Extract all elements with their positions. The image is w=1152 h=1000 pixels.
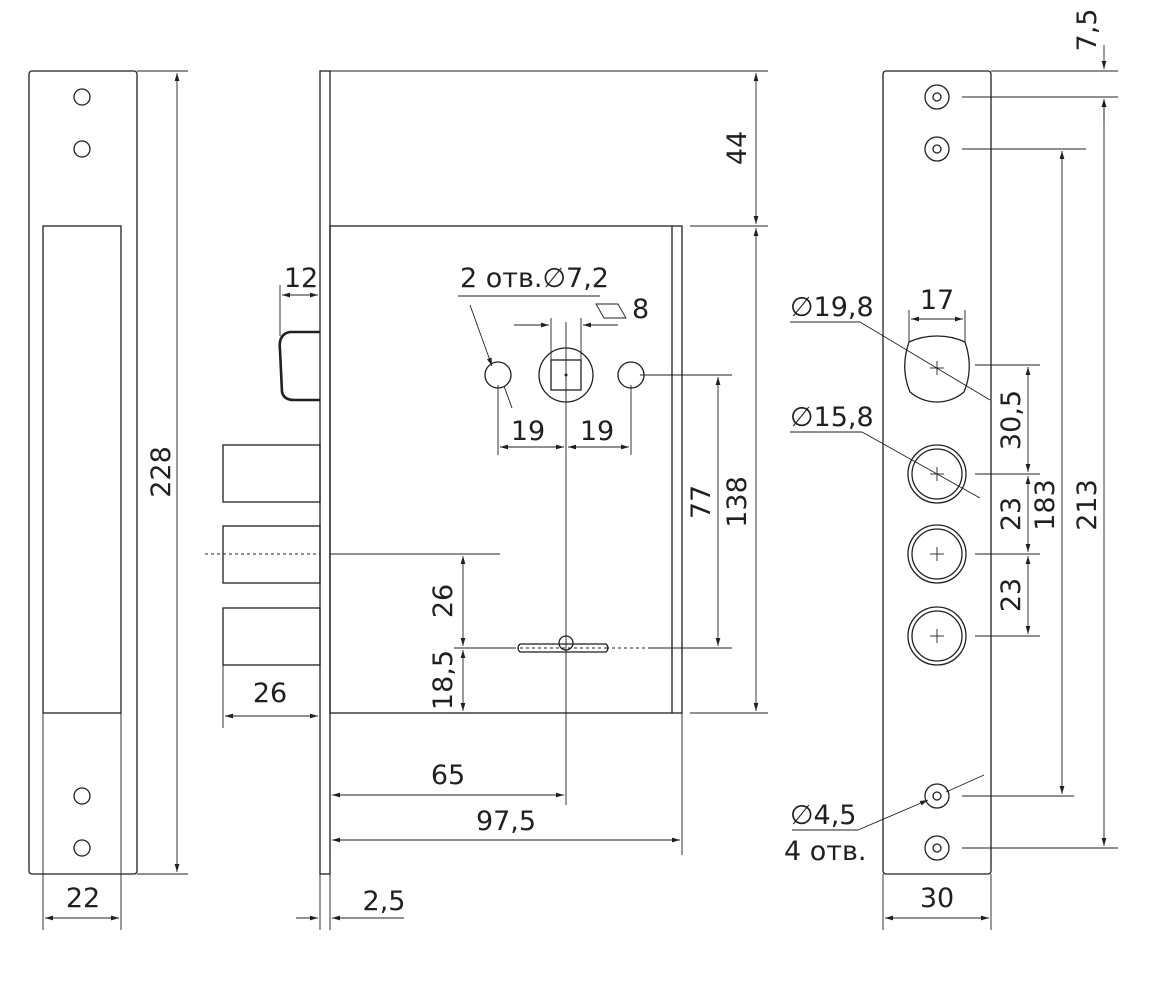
dim-cyl-width: 17	[920, 285, 954, 316]
dim-faceplate-thickness: 2,5	[363, 886, 406, 917]
dim-spindle-offset-left: 19	[511, 416, 545, 447]
dim-cyl-dia-2: ∅15,8	[790, 402, 874, 433]
dim-screw-dia: ∅4,5	[790, 800, 856, 831]
dim-mount-span-inner: 183	[1030, 479, 1061, 531]
dim-cyl-distance: 30,5	[996, 390, 1027, 450]
lock-body	[205, 70, 768, 930]
label-hole-spec: 2 отв.∅7,2	[460, 263, 609, 294]
hole-diameter: ∅7,2	[543, 263, 609, 294]
dim-screw-count: 4 отв.	[784, 836, 867, 867]
dim-bolt-pitch-2: 23	[996, 578, 1027, 612]
dim-spindle-square: 8	[632, 294, 649, 325]
dim-strike-height: 228	[146, 446, 177, 498]
dim-latch-width: 12	[284, 263, 318, 294]
dim-case-depth: 97,5	[476, 806, 536, 837]
dim-key-to-bottom: 18,5	[428, 650, 459, 710]
dim-spindle-to-key: 77	[686, 485, 717, 519]
dim-face-top-offset: 7,5	[1072, 9, 1103, 52]
dim-spindle-offset-right: 19	[580, 416, 614, 447]
dim-strike-width: 22	[66, 883, 100, 914]
dim-backset: 65	[431, 760, 465, 791]
dim-mount-span-outer: 213	[1072, 479, 1103, 531]
dim-cyl-dia-1: ∅19,8	[790, 292, 874, 323]
dim-face-width: 30	[920, 883, 954, 914]
faceplate-front	[790, 45, 1118, 930]
dim-top-offset: 44	[722, 131, 753, 165]
dim-bolt-pitch-1: 23	[996, 497, 1027, 531]
dim-case-height: 138	[722, 476, 753, 528]
strike-plate	[28, 70, 188, 930]
dim-bolt-to-key: 26	[428, 584, 459, 618]
dim-bolt-projection: 26	[253, 678, 287, 709]
hole-count: 2 отв.	[460, 263, 543, 294]
